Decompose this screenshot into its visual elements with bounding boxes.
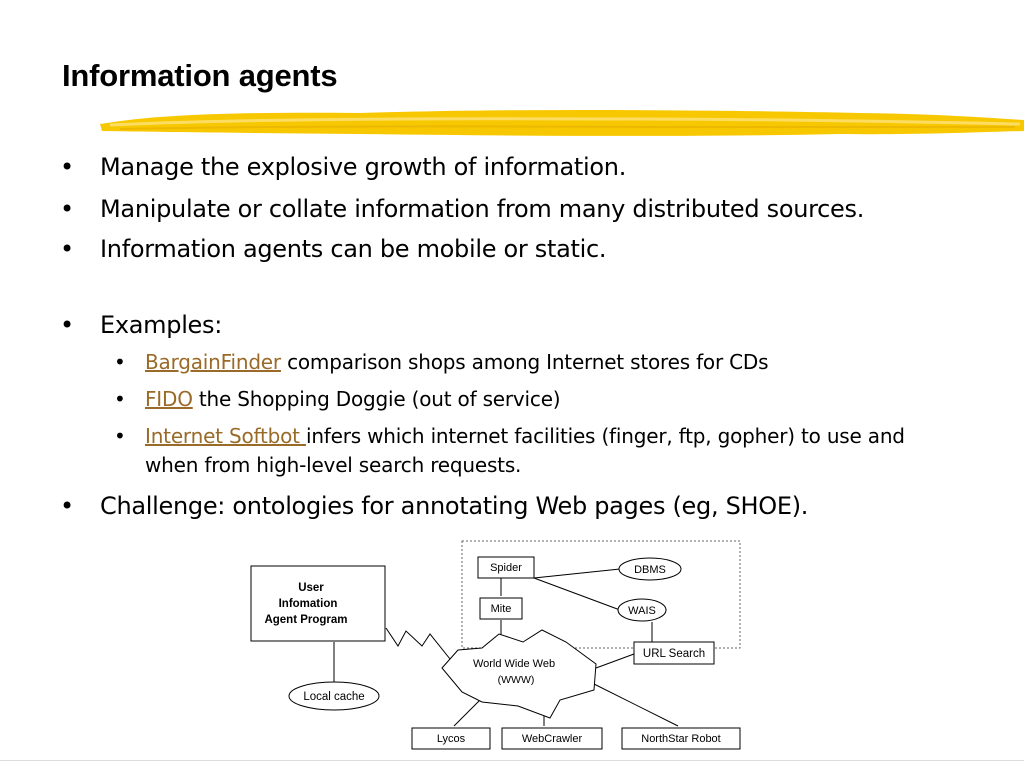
user-agent-label: User (298, 582, 324, 594)
www-label: World Wide Web (473, 658, 555, 670)
user-agent-label: Agent Program (264, 614, 347, 626)
user-agent-label: Infomation (279, 598, 338, 610)
wais-ellipse (617, 598, 667, 622)
northstar-robot-box (621, 727, 741, 750)
mite-box (479, 597, 523, 620)
url-search-box (633, 641, 715, 665)
webcrawler-box (501, 727, 603, 750)
bullet-item: Manipulate or collate information from m… (60, 194, 864, 224)
example-text: infers which internet facilities (finger… (145, 424, 905, 477)
information-agents-diagram: User Infomation Agent Program Local cach… (250, 540, 741, 750)
slide-title: Information agents (62, 58, 338, 93)
bargainfinder-link[interactable]: BargainFinder (145, 350, 281, 374)
webcrawler-label: WebCrawler (522, 733, 583, 745)
lycos-label: Lycos (437, 733, 466, 745)
url-search-label: URL Search (643, 648, 705, 660)
www-label: (WWW) (498, 674, 535, 686)
example-item: Internet Softbot infers which internet f… (114, 422, 945, 480)
diagram-dotted-frame (461, 540, 741, 649)
spider-box (477, 556, 535, 579)
fido-link[interactable]: FIDO (145, 387, 193, 411)
internet-softbot-link[interactable]: Internet Softbot (145, 424, 306, 448)
bullet-item: Challenge: ontologies for annotating Web… (60, 491, 808, 521)
spider-label: Spider (490, 562, 522, 574)
bullet-item: Information agents can be mobile or stat… (60, 234, 607, 264)
www-cloud (441, 629, 597, 719)
example-text: the Shopping Doggie (out of service) (192, 387, 561, 411)
lycos-box (411, 727, 491, 750)
example-text: comparison shops among Internet stores f… (280, 350, 769, 374)
local-cache-ellipse (288, 681, 380, 711)
bottom-divider (0, 760, 1024, 761)
wais-label: WAIS (628, 605, 656, 617)
yellow-highlighter-stroke (100, 109, 1024, 136)
mite-label: Mite (491, 603, 512, 615)
example-item: FIDO the Shopping Doggie (out of service… (114, 385, 561, 414)
user-agent-program-box (250, 565, 386, 642)
dbms-label: DBMS (634, 564, 666, 576)
bullet-item: Examples: (60, 310, 222, 340)
bullet-item: Manage the explosive growth of informati… (60, 152, 626, 182)
northstar-label: NorthStar Robot (641, 733, 720, 745)
local-cache-label: Local cache (303, 691, 364, 703)
dbms-ellipse (618, 557, 682, 581)
example-item: BargainFinder comparison shops among Int… (114, 348, 769, 377)
